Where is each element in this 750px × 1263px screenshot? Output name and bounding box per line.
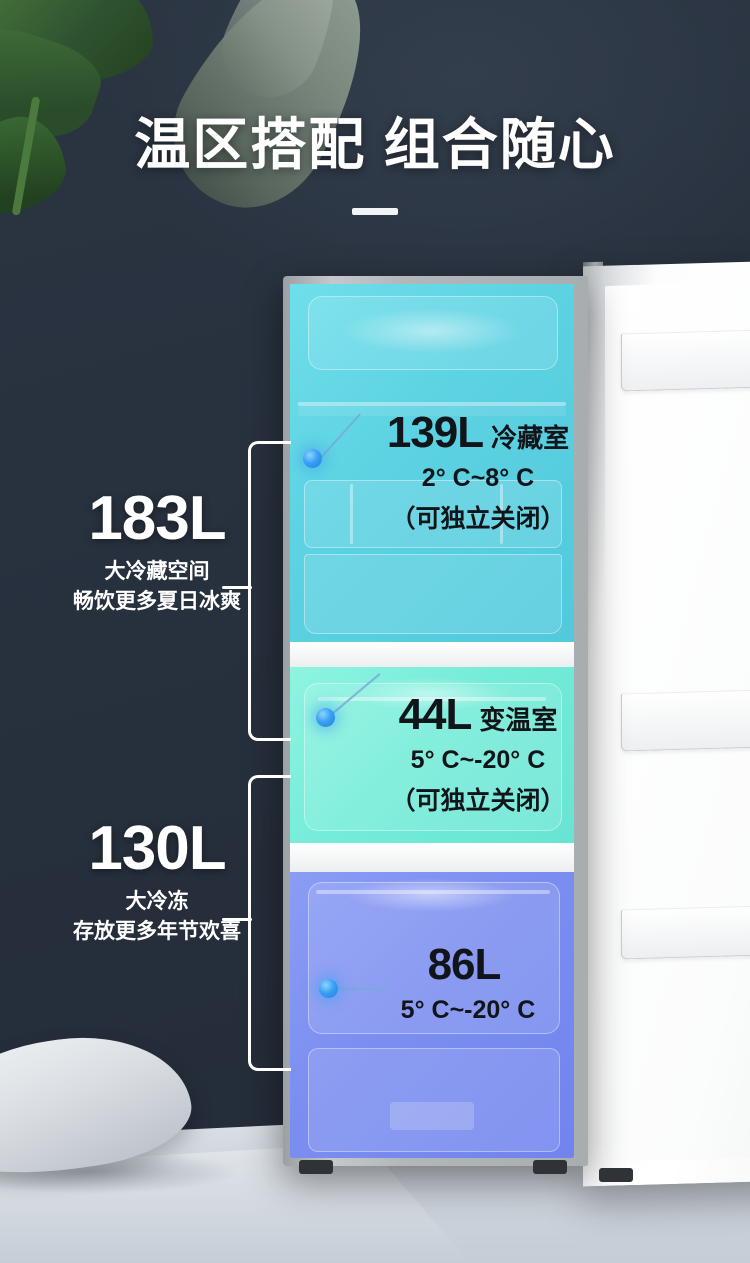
cabinet-foot (533, 1160, 567, 1174)
compartment-divider (290, 642, 574, 667)
door-bin (621, 902, 750, 960)
callout-dot-refrigerator (303, 449, 322, 468)
bracket-stem (222, 586, 252, 589)
temperature-range: 5° C~-20° C (400, 996, 536, 1024)
temperature-range: 2° C~8° C (421, 464, 535, 492)
compartment-divider (290, 843, 574, 872)
leader-line (330, 988, 388, 990)
label-freezer: 86L 5° C~-20° C (318, 940, 618, 1025)
bracket-fridge (248, 441, 291, 741)
bracket-freezer (248, 775, 291, 1071)
annotation-line2: 畅饮更多夏日冰爽 (73, 590, 241, 614)
temperature-range: 5° C~-20° C (410, 746, 546, 774)
compartment-freezer (290, 872, 574, 1158)
label-row-volume: 86L (318, 940, 618, 990)
compartment-refrigerator (290, 284, 574, 642)
label-row-volume: 139L 冷藏室 (328, 408, 628, 458)
door-foot (599, 1168, 633, 1182)
room-name: 变温室 (479, 705, 558, 735)
annotation-volume: 130L (88, 814, 226, 883)
annotation-line1: 大冷冻 (125, 890, 189, 913)
callout-dot-freezer (319, 979, 338, 998)
cabinet-foot (299, 1160, 333, 1174)
bracket-stem (222, 918, 252, 921)
volume-value: 44L (398, 690, 473, 739)
compartment-note: （可独立关闭） (390, 787, 566, 815)
page-title: 温区搭配 组合随心 (134, 113, 616, 176)
title-divider (352, 208, 398, 215)
annotation-freezer-total: 130L 大冷冻 存放更多年节欢喜 (32, 818, 282, 947)
callout-dot-variable (316, 708, 335, 727)
annotation-line1: 大冷藏空间 (104, 560, 210, 583)
door-bin (621, 326, 750, 392)
volume-value: 139L (386, 408, 484, 457)
label-variable: 44L 变温室 5° C~-20° C （可独立关闭） (328, 690, 628, 817)
volume-value: 86L (427, 940, 502, 989)
cabinet-interior (290, 284, 574, 1158)
label-row-volume: 44L 变温室 (328, 690, 628, 740)
room-name: 冷藏室 (491, 423, 570, 453)
annotation-line2: 存放更多年节欢喜 (73, 920, 241, 944)
compartment-note: （可独立关闭） (390, 505, 566, 533)
annotation-volume: 183L (88, 484, 226, 553)
compartment-variable (290, 667, 574, 843)
label-refrigerator: 139L 冷藏室 2° C~8° C （可独立关闭） (328, 408, 628, 535)
door-bin (621, 686, 750, 752)
annotation-fridge-total: 183L 大冷藏空间 畅饮更多夏日冰爽 (32, 488, 282, 617)
